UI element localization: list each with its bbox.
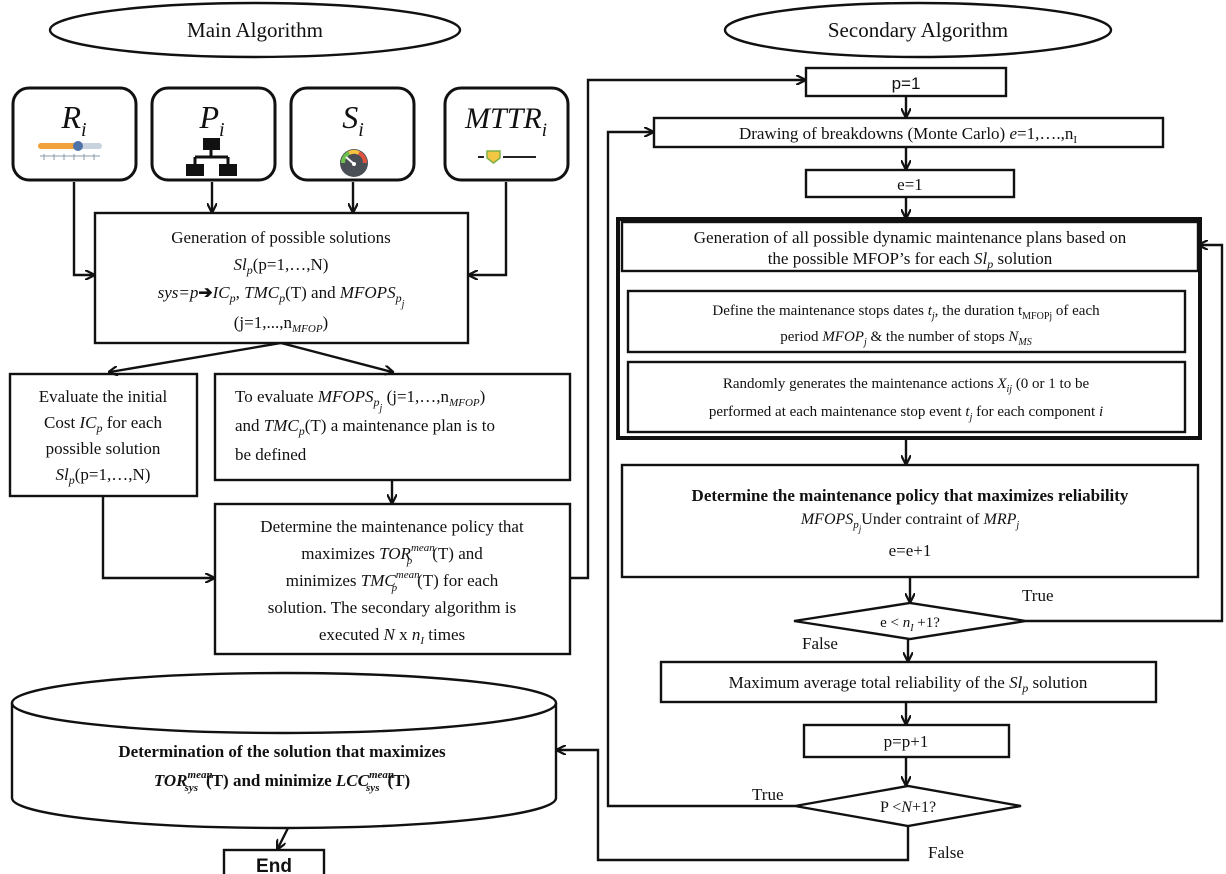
svg-text:Main Algorithm: Main Algorithm: [187, 18, 323, 42]
input-r-box: Ri: [11, 86, 138, 182]
svg-text:Cost ICp for each: Cost ICp for each: [44, 413, 162, 435]
svg-text:e=1: e=1: [897, 175, 923, 194]
decision-e-diamond: e < nI +1?: [793, 601, 1027, 641]
svg-text:p=1: p=1: [892, 74, 921, 93]
svg-text:sys=p➔ICp, TMCp(T) and MFOPSpj: sys=p➔ICp, TMCp(T) and MFOPSpj: [158, 283, 405, 310]
svg-text:be defined: be defined: [235, 445, 307, 464]
svg-text:(j=1,...,nMFOP): (j=1,...,nMFOP): [234, 313, 328, 335]
svg-text:Ri: Ri: [60, 99, 86, 141]
e-init-box: e=1: [804, 168, 1016, 199]
svg-text:Evaluate the initial: Evaluate the initial: [39, 387, 168, 406]
evaluate-mfops-box: To evaluate MFOPSpj (j=1,…,nMFOP) and TM…: [213, 372, 572, 482]
main-algorithm-header: Main Algorithm: [48, 1, 462, 59]
svg-text:p=p+1: p=p+1: [884, 732, 929, 751]
svg-text:e=e+1: e=e+1: [889, 541, 932, 560]
p-init-box: p=1: [804, 66, 1008, 98]
decision-p-false-label: False: [928, 843, 964, 862]
svg-text:To evaluate MFOPSpj (j=1,…,nMF: To evaluate MFOPSpj (j=1,…,nMFOP): [235, 387, 485, 414]
svg-text:Slp(p=1,…,N): Slp(p=1,…,N): [56, 465, 151, 487]
svg-text:the possible MFOP’s for each S: the possible MFOP’s for each Slp solutio…: [768, 249, 1053, 271]
final-solution-cylinder: Determination of the solution that maxim…: [10, 671, 558, 830]
svg-text:Determine the maintenance poli: Determine the maintenance policy that: [260, 517, 524, 536]
svg-text:MFOPSpjUnder contraint of MRPj: MFOPSpjUnder contraint of MRPj: [800, 511, 1020, 534]
random-actions-box: Randomly generates the maintenance actio…: [626, 360, 1187, 434]
determine-policy-box: Determine the maintenance policy that ma…: [213, 502, 572, 656]
secondary-algorithm-header: Secondary Algorithm: [723, 1, 1113, 59]
p-increment-box: p=p+1: [802, 723, 1011, 759]
svg-text:Randomly generates the mainten: Randomly generates the maintenance actio…: [723, 376, 1090, 395]
max-average-box: Maximum average total reliability of the…: [659, 660, 1158, 704]
svg-text:MTTRi: MTTRi: [464, 102, 547, 141]
svg-text:Secondary Algorithm: Secondary Algorithm: [828, 18, 1008, 42]
svg-text:solution. The secondary algori: solution. The secondary algorithm is: [268, 598, 517, 617]
hierarchy-icon: [186, 138, 237, 176]
determine-reliability-box: Determine the maintenance policy that ma…: [620, 463, 1200, 579]
decision-e-true-label: True: [1022, 586, 1054, 605]
drawing-breakdowns-box: Drawing of breakdowns (Monte Carlo) e=1,…: [652, 116, 1165, 149]
svg-text:e < nI +1?: e < nI +1?: [880, 615, 940, 634]
svg-text:and TMCp(T) a maintenance plan: and TMCp(T) a maintenance plan is to: [235, 416, 495, 438]
define-stops-box: Define the maintenance stops dates tj, t…: [626, 289, 1187, 354]
input-p-box: Pi: [150, 86, 277, 182]
input-mttr-box: MTTRi: [443, 86, 570, 182]
svg-text:Drawing of breakdowns (Monte C: Drawing of breakdowns (Monte Carlo) e=1,…: [739, 124, 1077, 146]
gauge-icon: [340, 149, 368, 177]
svg-text:P <N+1?: P <N+1?: [880, 799, 936, 816]
svg-text:Pi: Pi: [198, 99, 224, 141]
svg-text:executed N x nI times: executed N x nI times: [319, 625, 465, 647]
svg-text:performed at each maintenance: performed at each maintenance stop event…: [709, 404, 1103, 423]
decision-p-diamond: P <N+1?: [794, 784, 1022, 828]
generation-box: Generation of possible solutions Slp(p=1…: [93, 211, 470, 345]
svg-text:End: End: [256, 856, 292, 874]
svg-text:Determine the maintenance poli: Determine the maintenance policy that ma…: [692, 486, 1129, 505]
svg-text:Si: Si: [342, 99, 364, 141]
svg-text:Determination of the solution: Determination of the solution that maxim…: [118, 742, 446, 761]
slider-icon: [38, 141, 102, 160]
input-s-box: Si: [289, 86, 416, 182]
decision-e-false-label: False: [802, 634, 838, 653]
connector-icon: [478, 150, 536, 164]
svg-text:Define the maintenance stops d: Define the maintenance stops dates tj, t…: [712, 303, 1100, 322]
decision-p-true-label: True: [752, 785, 784, 804]
end-box: End: [222, 848, 326, 874]
svg-text:period MFOPj & the number of s: period MFOPj & the number of stops NMS: [780, 329, 1032, 348]
svg-text:possible solution: possible solution: [46, 439, 161, 458]
connectors: [72, 80, 1224, 862]
svg-text:Maximum average total reliabil: Maximum average total reliability of the…: [729, 673, 1088, 695]
evaluate-initial-cost-box: Evaluate the initial Cost ICp for each p…: [8, 372, 199, 498]
svg-text:Generation of possible solutio: Generation of possible solutions: [171, 228, 391, 247]
svg-text:Slp(p=1,…,N): Slp(p=1,…,N): [234, 255, 329, 277]
svg-text:Generation of all possible dyn: Generation of all possible dynamic maint…: [694, 228, 1127, 247]
